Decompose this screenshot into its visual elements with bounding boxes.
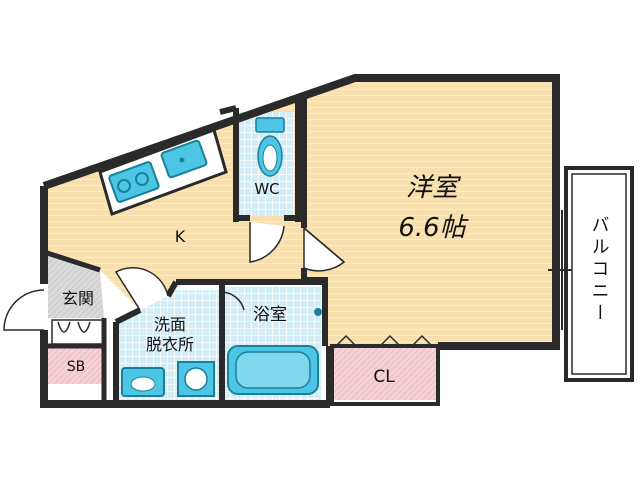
bathroom-door[interactable] <box>221 291 245 311</box>
burner-left <box>117 179 131 193</box>
wc-door-swing[interactable] <box>249 222 285 263</box>
washbasin-bowl <box>130 376 156 392</box>
washroom-label-1: 洗面 <box>154 315 186 334</box>
room-door-leaf <box>303 227 345 263</box>
kitchen-label: K <box>175 227 186 246</box>
kitchen-wall-upper <box>219 105 237 115</box>
entrance-floor <box>48 254 104 318</box>
washroom-door-swing[interactable] <box>114 267 169 311</box>
sink-drain <box>179 157 185 163</box>
toilet-tank <box>255 117 285 133</box>
shower-head <box>314 308 322 316</box>
closet-doors[interactable] <box>335 334 433 347</box>
room-door-swing[interactable] <box>303 227 346 272</box>
entrance-label: 玄関 <box>62 289 94 308</box>
shoe-box-floor <box>48 346 104 384</box>
walls <box>40 74 560 408</box>
entrance-door-swing[interactable] <box>3 289 45 331</box>
closet-label: CL <box>373 367 395 387</box>
washroom-label-2: 脱衣所 <box>146 335 194 354</box>
shoe-cabinet-doors <box>57 321 91 333</box>
wc-label: WC <box>254 180 279 198</box>
balcony-inner-rail <box>571 173 627 375</box>
balcony-label: バルコニー <box>589 215 610 325</box>
balcony-floor <box>564 166 634 382</box>
wc-walls <box>233 96 301 222</box>
balcony-window[interactable] <box>548 210 572 330</box>
toilet-seat <box>262 144 278 172</box>
entrance-walls <box>43 249 107 404</box>
closet-floor <box>330 346 438 400</box>
western-room-name: 洋室 <box>406 173 462 203</box>
shoe-box-label: SB <box>67 359 86 375</box>
burner-right <box>135 172 149 186</box>
bathroom-label: 浴室 <box>253 305 287 325</box>
western-room-size: 6.6帖 <box>398 213 469 243</box>
wet-area-walls <box>113 279 325 404</box>
bathtub-basin <box>235 351 311 389</box>
closet-walls <box>330 344 440 406</box>
washing-machine-drum <box>184 367 208 391</box>
